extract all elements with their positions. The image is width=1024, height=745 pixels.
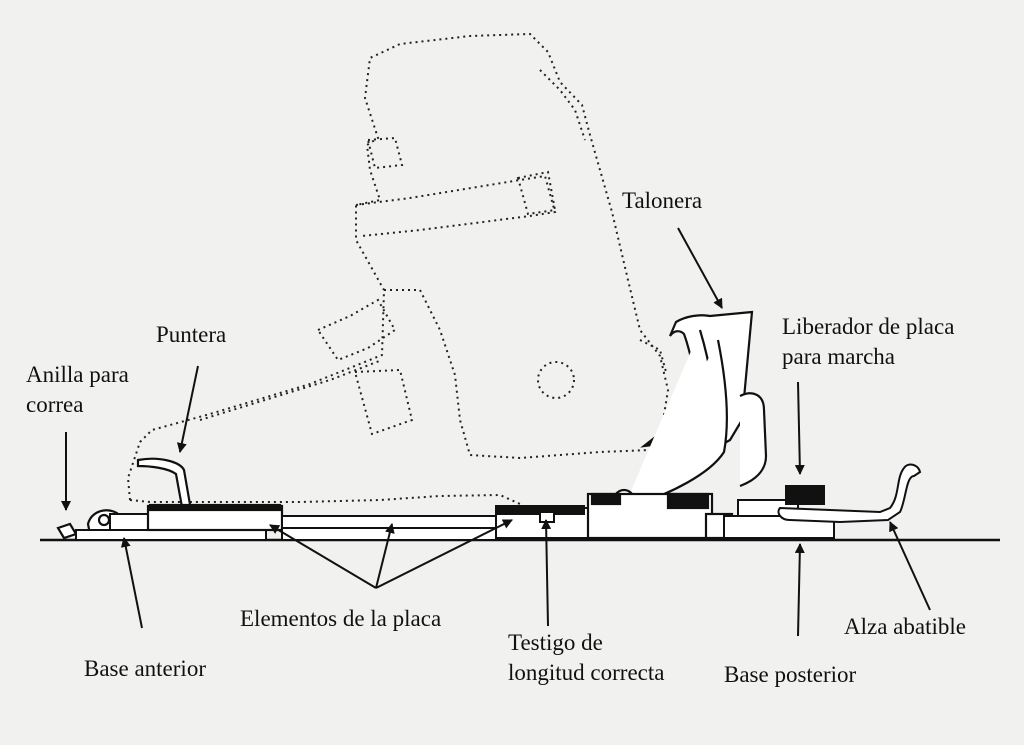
leader-arrows bbox=[61, 227, 931, 637]
label-puntera: Puntera bbox=[156, 322, 227, 347]
label-base-posterior: Base posterior bbox=[724, 662, 857, 687]
label-liberador-de-placa: Liberador de placa para marcha bbox=[782, 312, 954, 372]
label-anilla-line-2: correa bbox=[26, 392, 84, 417]
label-anilla-line-1: Anilla para bbox=[26, 362, 129, 387]
label-base-anterior: Base anterior bbox=[84, 656, 206, 681]
toe-piece bbox=[136, 457, 284, 532]
label-liberador-line-2: para marcha bbox=[782, 344, 896, 369]
label-testigo-line-1: Testigo de bbox=[508, 630, 603, 655]
boot-outline bbox=[126, 32, 670, 505]
rear-base bbox=[723, 463, 922, 539]
label-testigo-line-2: longitud correcta bbox=[508, 660, 665, 685]
label-anilla-para-correa: Anilla para correa bbox=[26, 360, 129, 420]
heel-piece bbox=[586, 310, 768, 540]
label-elementos-de-la-placa: Elementos de la placa bbox=[240, 606, 442, 631]
label-testigo-de-longitud: Testigo de longitud correcta bbox=[508, 628, 664, 688]
label-alza-abatible: Alza abatible bbox=[844, 614, 966, 639]
label-liberador-line-1: Liberador de placa bbox=[782, 314, 955, 339]
plate-rails bbox=[281, 505, 589, 541]
label-talonera: Talonera bbox=[622, 188, 703, 213]
